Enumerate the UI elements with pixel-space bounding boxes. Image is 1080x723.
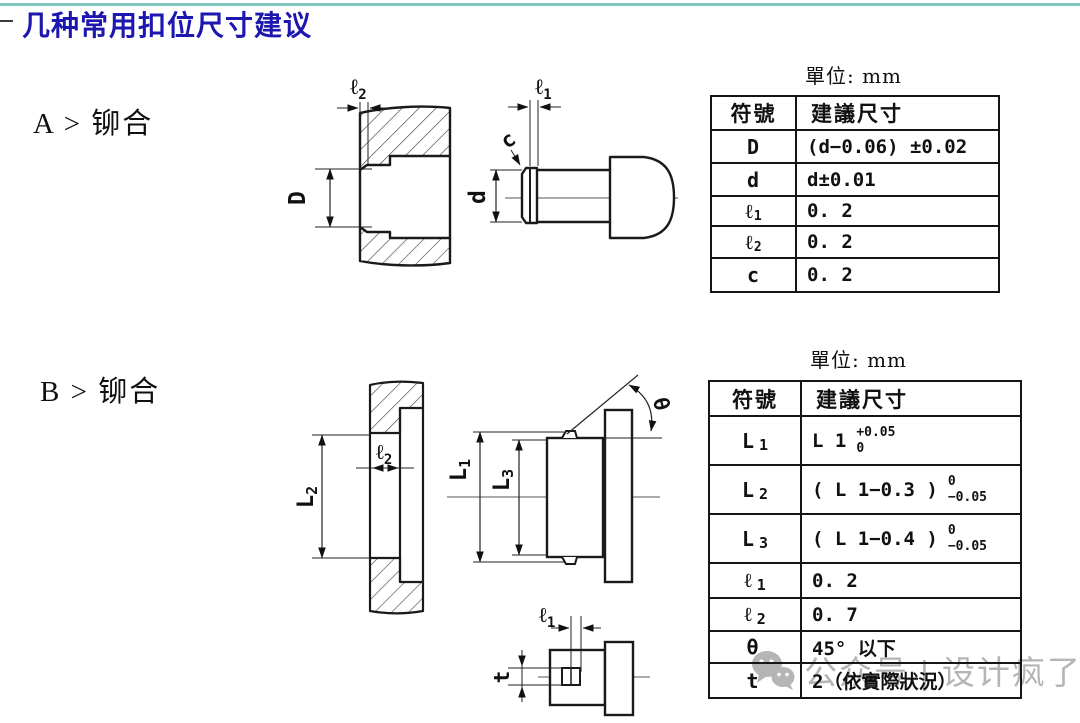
dim-D-label: D xyxy=(285,191,311,205)
table-b-header-symbol: 符號 xyxy=(710,382,802,417)
table-a-row-value: d±0.01 xyxy=(797,164,998,197)
table-b-row-symbol: θ xyxy=(710,632,802,664)
dim-d-label: d xyxy=(465,190,491,204)
snap-latch-bottom xyxy=(561,556,578,565)
table-a-row-symbol: d xyxy=(712,164,797,197)
plate-hatch-top xyxy=(368,380,425,435)
table-b-row-symbol: t xyxy=(710,664,802,697)
dim-theta-label: θ xyxy=(648,395,674,413)
table-a-row-value: 0. 2 xyxy=(797,197,998,227)
section-b-label: B > 铆合 xyxy=(40,376,161,408)
drawing-b-plate-and-snap-pin: L2 ℓ2 L1 L3 θ xyxy=(294,374,674,717)
plate-hatch-bottom xyxy=(368,556,425,615)
drawing-a-rivet-boss-and-pin: D ℓ2 d ℓ1 c xyxy=(285,75,678,267)
table-a-header-value: 建議尺寸 xyxy=(797,97,998,131)
dim-b-l1-label: ℓ1 xyxy=(539,603,555,631)
table-b-row-value: 0. 7 xyxy=(802,599,1020,632)
dim-L2-label: L2 xyxy=(294,486,321,508)
dim-L1-label: L1 xyxy=(447,459,474,481)
top-rule xyxy=(0,3,1080,6)
dim-l2-label: ℓ2 xyxy=(350,75,367,103)
dim-theta-slant xyxy=(566,374,639,435)
dim-t-label: t xyxy=(490,671,514,684)
dim-c-leader xyxy=(510,149,521,166)
page-title: 几种常用扣位尺寸建议 xyxy=(22,10,313,41)
table-b-row-value: 0. 2 xyxy=(802,564,1020,599)
table-a-row-value: 0. 2 xyxy=(807,264,853,286)
left-edge-tick xyxy=(0,20,13,22)
table-a-row-value: (d−0.06) ±0.02 xyxy=(797,131,998,164)
bottom-head xyxy=(603,640,635,717)
wechat-icon xyxy=(752,651,795,690)
dim-b-l2-label: ℓ2 xyxy=(376,440,392,468)
pin-head xyxy=(608,155,676,240)
watermark: 公众号 | 设计疯了 xyxy=(750,646,1080,694)
mid-plate xyxy=(603,408,634,584)
watermark-text: 公众号 | 设计疯了 xyxy=(804,654,1080,691)
dim-l1-label: ℓ1 xyxy=(535,75,552,103)
table-a-header-symbol: 符號 xyxy=(712,97,797,131)
dim-L3-label: L3 xyxy=(490,469,517,491)
table-b-header-value: 建議尺寸 xyxy=(802,382,1020,417)
table-a-row-value: 0. 2 xyxy=(797,227,998,259)
table-b-row-value: ( L 1−0.3 )0−0.05 xyxy=(802,466,1020,515)
dim-c-label: c xyxy=(496,127,520,154)
boss-cross-section xyxy=(358,105,452,267)
unit-label-a: 單位: mm xyxy=(805,64,903,88)
table-b-row-value: 2（依實際狀況） xyxy=(812,671,957,693)
unit-label-b: 單位: mm xyxy=(810,348,908,372)
snap-body xyxy=(545,436,605,559)
section-a-label: A > 铆合 xyxy=(33,108,154,140)
table-a-row-symbol: c xyxy=(712,259,797,291)
table-b-row-value: 45° 以下 xyxy=(802,632,1020,664)
dim-theta-arc xyxy=(628,384,657,432)
table-b-row-value: ( L 1−0.4 )0−0.05 xyxy=(802,515,1020,564)
table-a-row-symbol: D xyxy=(712,131,797,164)
